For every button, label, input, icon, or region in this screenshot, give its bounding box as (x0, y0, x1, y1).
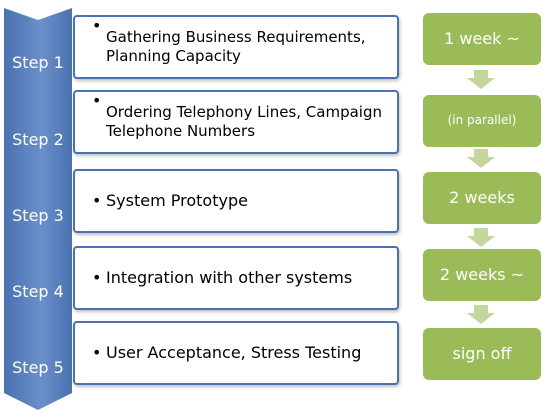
step-3-line-1: System Prototype (106, 191, 248, 210)
step-3-description: • System Prototype (84, 170, 396, 232)
duration-arrow-4 (467, 305, 495, 324)
step-2-duration-box (423, 95, 541, 147)
step-3-box (73, 169, 399, 233)
bullet: • (92, 268, 102, 287)
step-3-duration-box (423, 172, 541, 224)
step-1-description: • Gathering Business Requirements,Planni… (84, 16, 396, 78)
step-1-chevron (4, 8, 72, 108)
step-5-chevron (4, 316, 72, 410)
step-1-label: Step 1 (12, 53, 64, 72)
step-4-chevron (4, 239, 72, 339)
step-2-chevron (4, 85, 72, 185)
step-1-duration-box (423, 13, 541, 65)
step-2-line-1: Ordering Telephony Lines, Campaign (106, 103, 382, 121)
step-3-chevron (4, 162, 72, 262)
step-1-line-1: Gathering Business Requirements, (106, 28, 366, 46)
step-4-box (73, 246, 399, 310)
step-5-label: Step 5 (12, 358, 64, 377)
step-5-box (73, 321, 399, 385)
duration-arrow-2 (467, 149, 495, 168)
step-4-label: Step 4 (12, 282, 64, 301)
bullet: • (92, 16, 102, 35)
step-5-description: • User Acceptance, Stress Testing (84, 322, 396, 384)
step-3-duration: 2 weeks (449, 188, 515, 207)
step-4-duration: 2 weeks ~ (439, 265, 525, 284)
step-1-line-2: Planning Capacity (106, 47, 241, 65)
step-5-duration-box (423, 328, 541, 380)
step-2-duration: (in parallel) (447, 113, 517, 127)
step-4-line-1: Integration with other systems (106, 268, 353, 287)
step-1-box (73, 15, 399, 79)
step-2-line-2: Telephone Numbers (106, 122, 256, 140)
bullet: • (92, 191, 102, 210)
step-4-description: • Integration with other systems (84, 247, 396, 309)
bullet: • (92, 343, 102, 362)
step-1-duration: 1 week ~ (444, 29, 520, 48)
step-5-duration: sign off (452, 344, 512, 363)
step-2-label: Step 2 (12, 130, 64, 149)
step-5-line-1: User Acceptance, Stress Testing (106, 343, 362, 362)
duration-arrow-3 (467, 228, 495, 247)
step-2-box (73, 90, 399, 154)
step-4-duration-box (423, 249, 541, 301)
bullet: • (92, 91, 102, 110)
duration-arrow-1 (467, 70, 495, 89)
step-3-label: Step 3 (12, 206, 64, 225)
